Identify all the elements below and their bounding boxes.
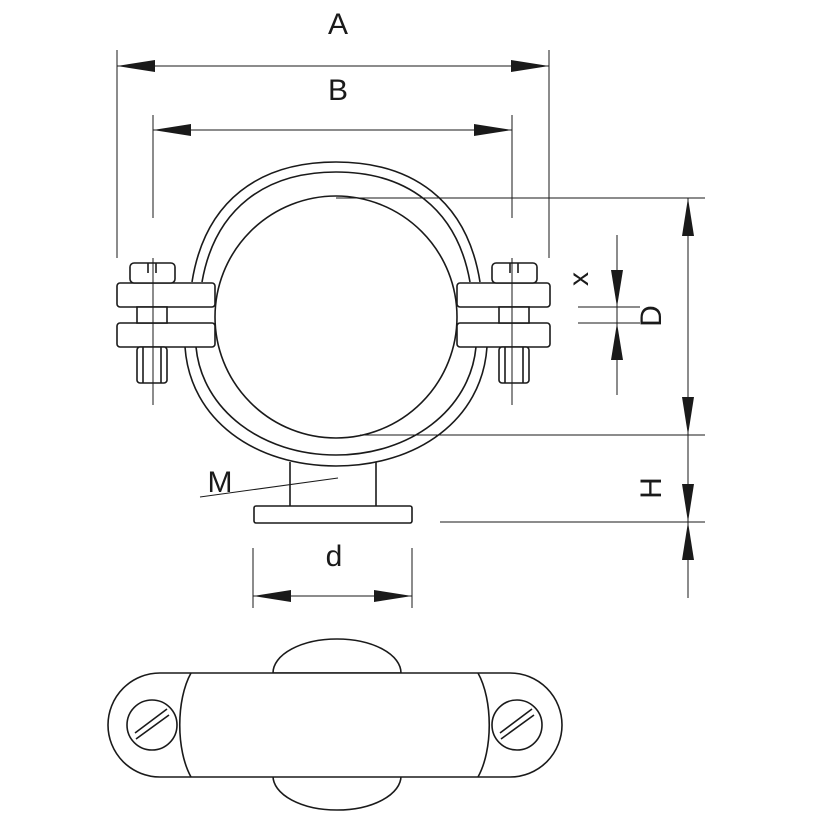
dimension-labels: A B M d x D H bbox=[208, 8, 669, 573]
left-flange bbox=[116, 282, 216, 348]
label-d: d bbox=[326, 540, 343, 573]
top-view bbox=[107, 638, 563, 811]
front-view bbox=[116, 161, 551, 524]
clamp-band-top-view bbox=[107, 672, 563, 778]
base-disc bbox=[272, 638, 402, 674]
threaded-stem bbox=[289, 462, 377, 506]
right-screw-head bbox=[491, 699, 543, 751]
clamp-ring bbox=[184, 161, 488, 467]
label-A: A bbox=[328, 8, 348, 41]
label-M: M bbox=[208, 466, 233, 499]
base-plate bbox=[253, 505, 413, 524]
right-flange bbox=[456, 282, 551, 348]
label-x: x bbox=[563, 272, 594, 286]
left-screw-head bbox=[126, 699, 178, 751]
label-B: B bbox=[328, 74, 348, 107]
label-H: H bbox=[635, 477, 668, 499]
dimension-lines bbox=[116, 50, 705, 608]
left-screw bbox=[129, 262, 176, 384]
label-D: D bbox=[635, 305, 668, 327]
right-screw bbox=[491, 262, 538, 384]
